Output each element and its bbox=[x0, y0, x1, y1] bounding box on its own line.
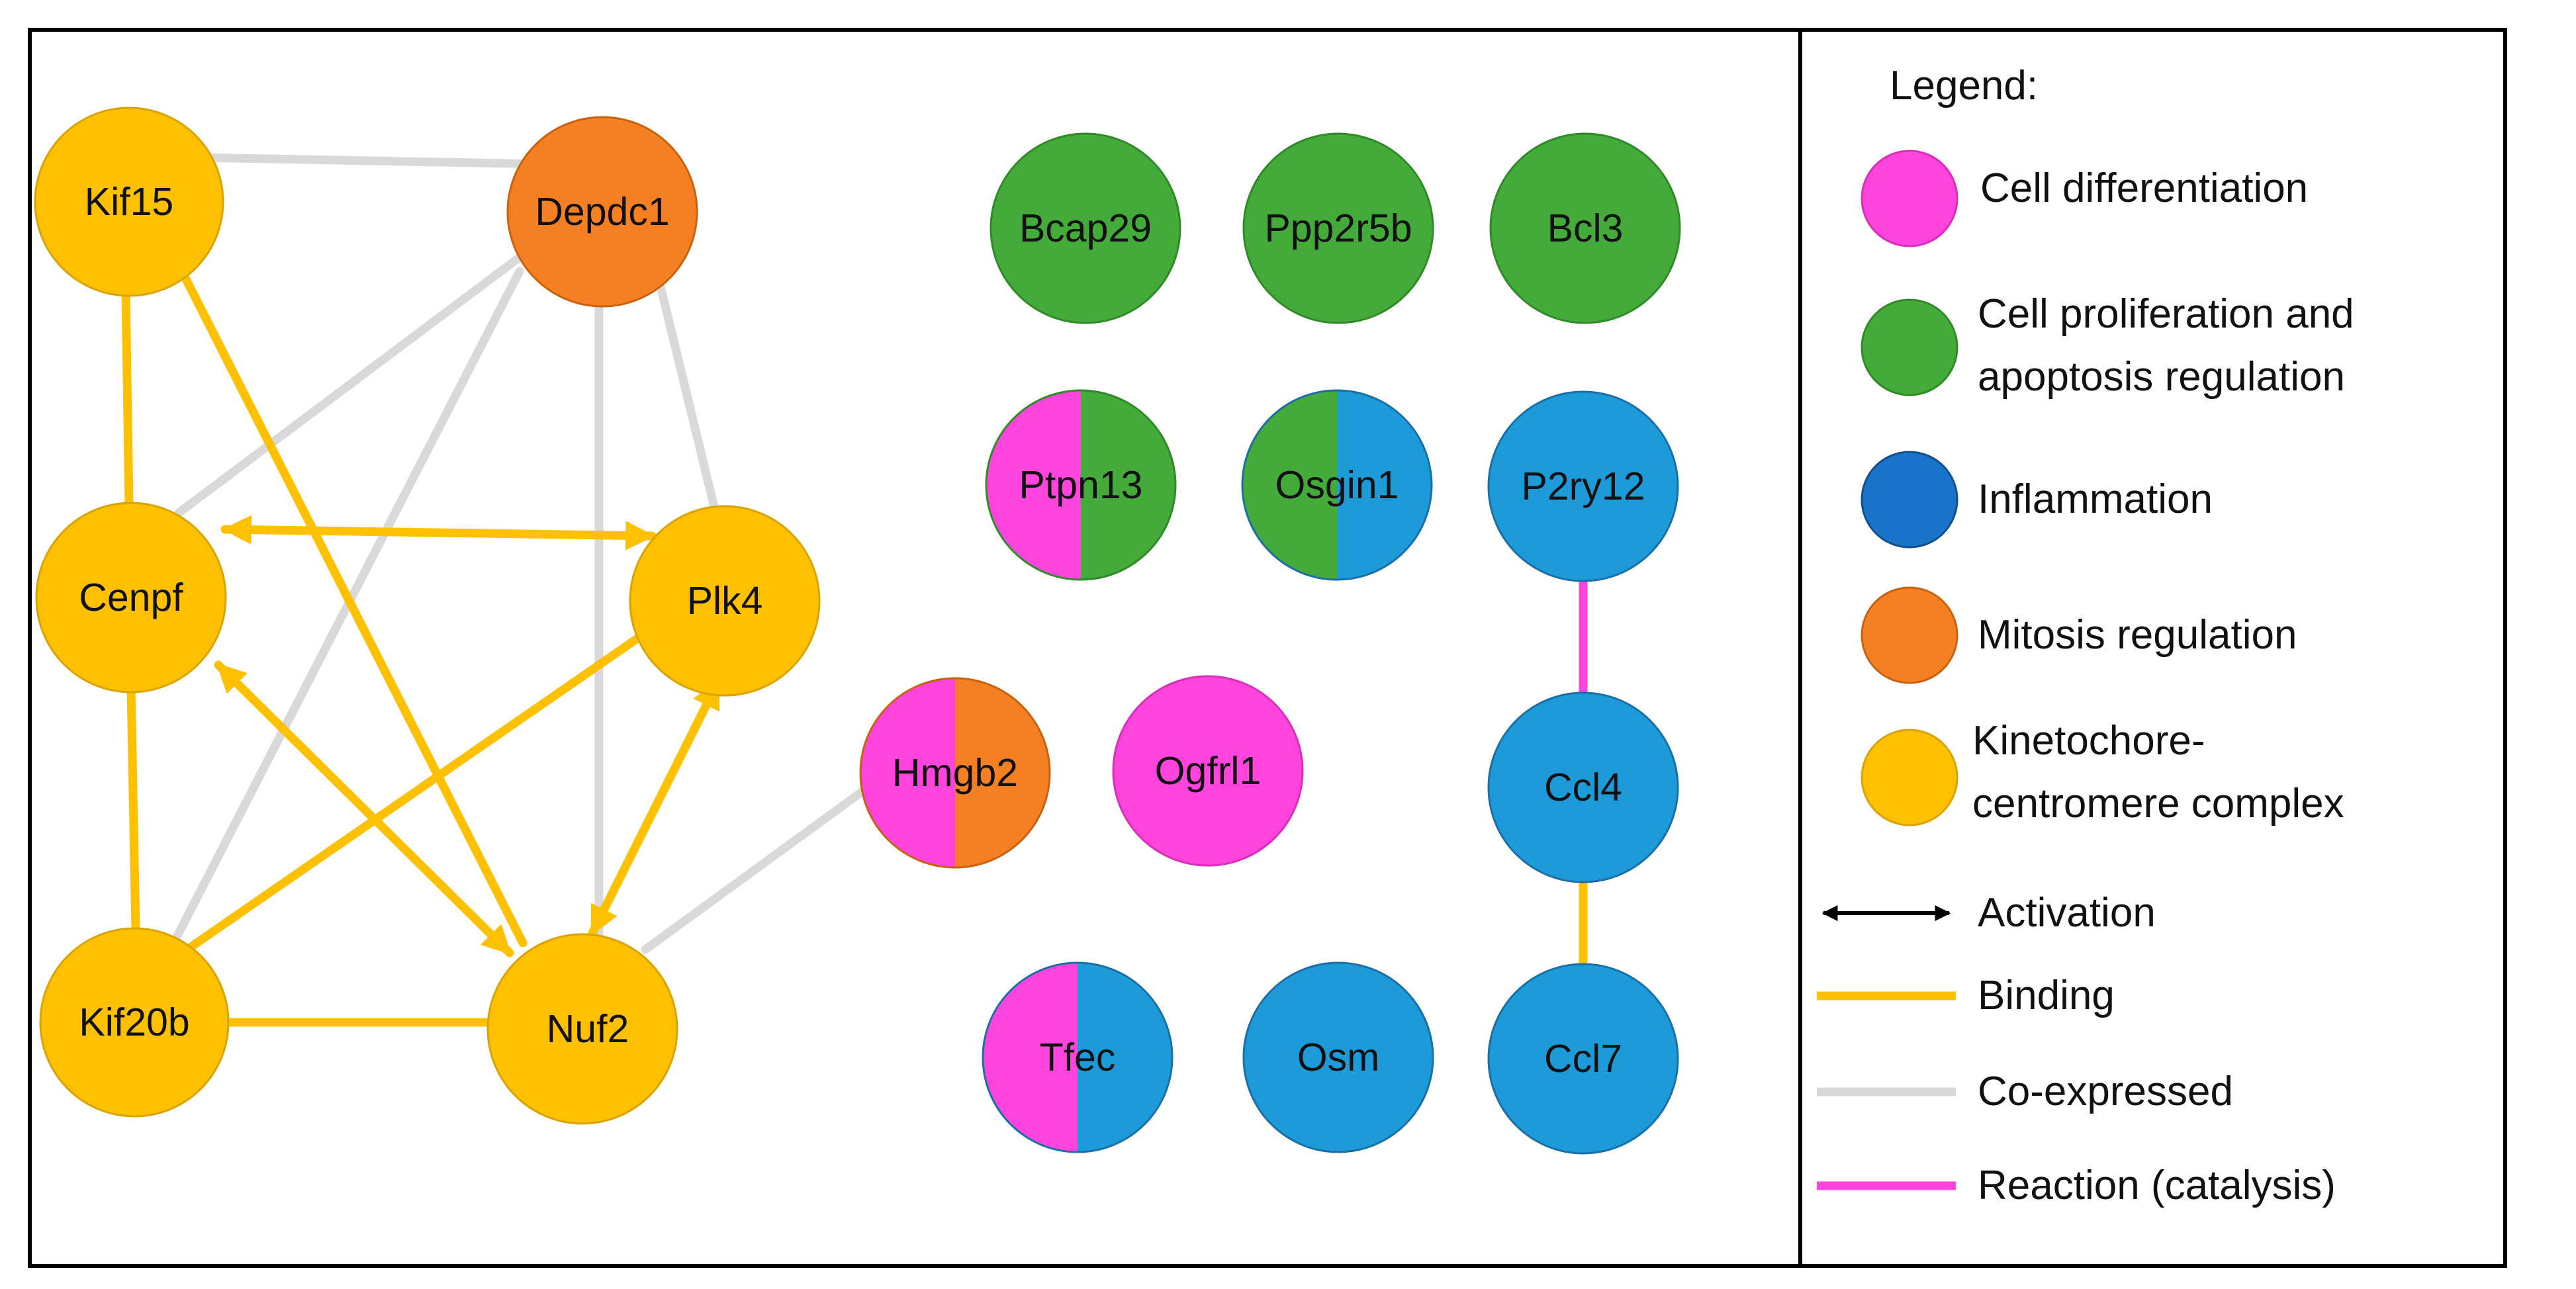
node-hmgb2-right-half bbox=[955, 678, 1050, 867]
edge-cenpf-kif20b bbox=[126, 684, 140, 934]
legend-label-kinetochore-line2: centromere complex bbox=[1972, 781, 2344, 826]
legend-swatch-kinetochore bbox=[1861, 729, 1958, 826]
legend-label-proliferation-line2: apoptosis regulation bbox=[1978, 354, 2345, 400]
node-ccl4: Ccl4 bbox=[1487, 691, 1679, 883]
node-ccl7-label: Ccl7 bbox=[1544, 1037, 1622, 1081]
node-ogfrl1-circle bbox=[1112, 675, 1304, 867]
edge-depdc1-cenpf bbox=[174, 250, 528, 517]
node-p2ry12-label: P2ry12 bbox=[1522, 465, 1645, 508]
legend-label-activation: Activation bbox=[1978, 890, 2156, 936]
node-osgin1-right-half bbox=[1337, 390, 1432, 580]
node-ogfrl1-label: Ogfrl1 bbox=[1155, 749, 1262, 793]
node-ppp2r5b-circle bbox=[1242, 132, 1434, 324]
legend-label-differentiation: Cell differentiation bbox=[1980, 165, 2308, 211]
node-ptpn13-right-half bbox=[1081, 390, 1175, 580]
legend-label-binding: Binding bbox=[1978, 973, 2115, 1018]
node-depdc1-label: Depdc1 bbox=[535, 190, 669, 234]
node-ppp2r5b-label: Ppp2r5b bbox=[1264, 206, 1412, 250]
node-osgin1-label: Osgin1 bbox=[1275, 463, 1399, 507]
node-tfec-left-half bbox=[983, 963, 1078, 1152]
node-kif20b-circle bbox=[39, 927, 230, 1118]
legend-frame bbox=[1798, 28, 2507, 1268]
node-tfec: Tfec bbox=[982, 961, 1173, 1153]
legend-label-proliferation-line1: Cell proliferation and bbox=[1978, 291, 2354, 337]
node-ptpn13-outline bbox=[985, 389, 1177, 581]
node-depdc1: Depdc1 bbox=[506, 116, 698, 308]
node-ccl4-circle bbox=[1487, 691, 1679, 883]
legend-title: Legend: bbox=[1890, 63, 2038, 109]
node-osgin1-left-half bbox=[1242, 390, 1337, 580]
node-plk4: Plk4 bbox=[629, 505, 821, 697]
node-ptpn13-left-half bbox=[986, 390, 1081, 580]
node-kif20b-label: Kif20b bbox=[79, 1000, 189, 1044]
node-p2ry12: P2ry12 bbox=[1487, 390, 1679, 582]
legend-label-catalysis: Reaction (catalysis) bbox=[1978, 1163, 2336, 1208]
edge-kif15-depdc1 bbox=[194, 153, 547, 169]
node-depdc1-circle bbox=[506, 116, 698, 308]
node-hmgb2-left-half bbox=[860, 678, 955, 867]
node-osm-circle bbox=[1242, 961, 1434, 1153]
node-nuf2: Nuf2 bbox=[486, 933, 678, 1125]
node-hmgb2-label: Hmgb2 bbox=[892, 751, 1018, 795]
node-tfec-label: Tfec bbox=[1040, 1036, 1116, 1079]
legend-swatch-proliferation bbox=[1861, 298, 1958, 396]
edge-cenpf-nuf2-activation bbox=[214, 660, 514, 957]
node-kif15-circle bbox=[34, 107, 224, 297]
node-ccl7: Ccl7 bbox=[1487, 963, 1679, 1155]
node-kif15-label: Kif15 bbox=[85, 180, 173, 224]
node-ptpn13: Ptpn13 bbox=[985, 389, 1177, 581]
node-ogfrl1: Ogfrl1 bbox=[1112, 675, 1304, 867]
node-cenpf: Cenpf bbox=[35, 502, 227, 693]
legend-label-inflammation: Inflammation bbox=[1978, 476, 2213, 522]
node-ptpn13-label: Ptpn13 bbox=[1019, 463, 1143, 507]
node-bcap29: Bcap29 bbox=[989, 132, 1181, 324]
node-hmgb2: Hmgb2 bbox=[859, 677, 1051, 869]
edge-kif15-cenpf bbox=[121, 290, 134, 508]
node-bcl3-label: Bcl3 bbox=[1547, 206, 1624, 250]
node-tfec-outline bbox=[982, 961, 1173, 1153]
legend-label-coexpressed: Co-expressed bbox=[1978, 1069, 2233, 1114]
node-cenpf-label: Cenpf bbox=[79, 576, 183, 619]
node-bcl3: Bcl3 bbox=[1489, 132, 1681, 324]
legend-swatch-inflammation bbox=[1861, 451, 1958, 549]
node-kif20b: Kif20b bbox=[39, 927, 230, 1118]
node-bcap29-circle bbox=[989, 132, 1181, 324]
legend-label-kinetochore-line1: Kinetochore- bbox=[1972, 718, 2205, 764]
node-bcl3-circle bbox=[1489, 132, 1681, 324]
edge-plk4-nuf2-activation bbox=[588, 677, 723, 938]
node-osgin1-outline bbox=[1241, 389, 1433, 581]
node-hmgb2-outline bbox=[859, 677, 1051, 869]
node-kif15: Kif15 bbox=[34, 107, 224, 297]
legend-label-mitosis: Mitosis regulation bbox=[1978, 612, 2297, 658]
node-cenpf-circle bbox=[35, 502, 227, 693]
node-ccl4-label: Ccl4 bbox=[1544, 766, 1622, 809]
legend: Legend: Cell differentiation Cell prolif… bbox=[1817, 63, 2354, 1208]
node-nuf2-label: Nuf2 bbox=[547, 1007, 629, 1051]
legend-swatch-mitosis bbox=[1861, 586, 1958, 684]
node-bcap29-label: Bcap29 bbox=[1019, 206, 1152, 250]
node-plk4-circle bbox=[629, 505, 821, 697]
node-ccl7-circle bbox=[1487, 963, 1679, 1155]
node-ppp2r5b: Ppp2r5b bbox=[1242, 132, 1434, 324]
legend-swatch-differentiation bbox=[1861, 150, 1958, 247]
node-osgin1: Osgin1 bbox=[1241, 389, 1433, 581]
node-osm-label: Osm bbox=[1297, 1036, 1380, 1079]
node-tfec-right-half bbox=[1078, 963, 1172, 1152]
node-nuf2-circle bbox=[486, 933, 678, 1125]
node-plk4-label: Plk4 bbox=[687, 579, 763, 623]
edge-cenpf-plk4-activation bbox=[220, 515, 657, 551]
node-osm: Osm bbox=[1242, 961, 1434, 1153]
binding-edges bbox=[121, 273, 1588, 1027]
node-p2ry12-circle bbox=[1487, 390, 1679, 582]
edge-depdc1-plk4 bbox=[651, 260, 719, 514]
